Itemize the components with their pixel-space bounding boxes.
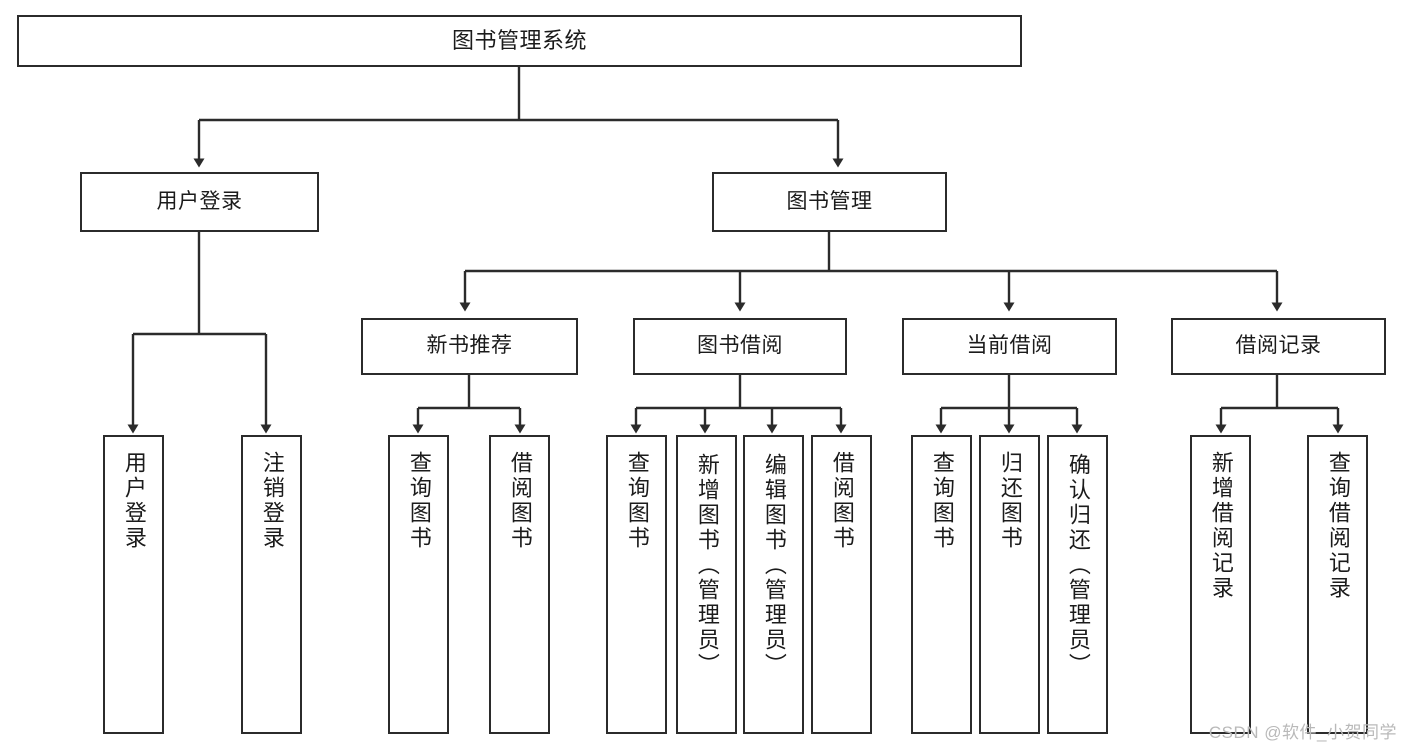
leaf-borrow-edit-book-admin[interactable]: 编辑图书（管理员） <box>743 435 804 734</box>
node-label: 编辑图书（管理员） <box>761 453 787 678</box>
node-label: 查询借阅记录 <box>1325 451 1351 601</box>
node-label: 新增图书（管理员） <box>694 453 720 678</box>
node-label: 用户登录 <box>156 189 243 213</box>
node-label: 用户登录 <box>121 451 147 551</box>
watermark-text: CSDN @软件_小贺同学 <box>1208 723 1397 742</box>
node-label: 图书管理 <box>786 189 873 213</box>
node-root-system[interactable]: 图书管理系统 <box>17 15 1022 67</box>
node-label: 当前借阅 <box>966 334 1053 358</box>
leaf-borrow-borrow-book[interactable]: 借阅图书 <box>811 435 872 734</box>
leaf-current-confirm-return-admin[interactable]: 确认归还（管理员） <box>1047 435 1108 734</box>
node-label: 图书借阅 <box>697 334 783 358</box>
node-label: 查询图书 <box>929 451 955 551</box>
node-new-book-recommend[interactable]: 新书推荐 <box>361 318 578 375</box>
node-label: 图书管理系统 <box>451 28 587 54</box>
node-label: 确认归还（管理员） <box>1065 453 1091 678</box>
node-label: 借阅记录 <box>1235 334 1322 358</box>
node-label: 归还图书 <box>997 451 1023 551</box>
node-book-borrow[interactable]: 图书借阅 <box>633 318 847 375</box>
leaf-user-login[interactable]: 用户登录 <box>103 435 164 734</box>
leaf-user-logout[interactable]: 注销登录 <box>241 435 302 734</box>
leaf-current-return-book[interactable]: 归还图书 <box>979 435 1040 734</box>
node-label: 注销登录 <box>259 451 285 551</box>
node-borrow-record[interactable]: 借阅记录 <box>1171 318 1386 375</box>
leaf-borrow-add-book-admin[interactable]: 新增图书（管理员） <box>676 435 737 734</box>
node-label: 借阅图书 <box>829 451 855 551</box>
node-label: 新增借阅记录 <box>1208 451 1234 601</box>
leaf-record-query-record[interactable]: 查询借阅记录 <box>1307 435 1368 734</box>
node-user-login[interactable]: 用户登录 <box>80 172 319 232</box>
node-book-management[interactable]: 图书管理 <box>712 172 947 232</box>
leaf-recommend-query-book[interactable]: 查询图书 <box>388 435 449 734</box>
leaf-borrow-query-book[interactable]: 查询图书 <box>606 435 667 734</box>
node-label: 借阅图书 <box>507 451 533 551</box>
node-label: 查询图书 <box>624 451 650 551</box>
node-label: 查询图书 <box>406 451 432 551</box>
leaf-current-query-book[interactable]: 查询图书 <box>911 435 972 734</box>
node-label: 新书推荐 <box>426 334 513 358</box>
node-current-borrow[interactable]: 当前借阅 <box>902 318 1117 375</box>
leaf-record-add-record[interactable]: 新增借阅记录 <box>1190 435 1251 734</box>
leaf-recommend-borrow-book[interactable]: 借阅图书 <box>489 435 550 734</box>
